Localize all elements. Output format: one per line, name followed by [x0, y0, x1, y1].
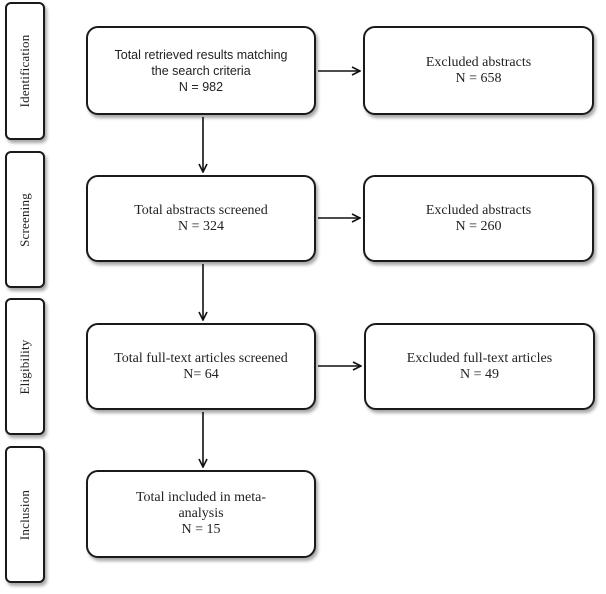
included-meta-analysis-box: Total included in meta- analysis N = 15	[86, 470, 316, 558]
excluded-3-label: Excluded full-text articles	[406, 350, 553, 366]
stage-eligibility: Eligibility	[5, 298, 45, 435]
screened-label: Total abstracts screened	[134, 202, 268, 218]
stage-identification: Identification	[5, 2, 45, 140]
excluded-1-label: Excluded abstracts	[425, 54, 532, 70]
included-line-2: analysis	[178, 506, 224, 521]
excluded-3-count: N = 49	[459, 366, 499, 382]
stage-screening: Screening	[5, 151, 45, 288]
retrieved-line-2: the search criteria	[151, 63, 251, 78]
excluded-abstracts-box-2: Excluded abstracts N = 260	[363, 175, 594, 262]
excluded-2-count: N = 260	[455, 218, 502, 234]
screened-count: N = 324	[177, 218, 224, 234]
excluded-fulltext-box: Excluded full-text articles N = 49	[364, 323, 595, 410]
retrieved-line-1: Total retrieved results matching	[114, 47, 288, 62]
abstracts-screened-box: Total abstracts screened N = 324	[86, 175, 316, 262]
fulltext-screened-box: Total full-text articles screened N= 64	[86, 323, 316, 410]
excluded-2-label: Excluded abstracts	[425, 202, 532, 218]
included-count: N = 15	[181, 522, 221, 537]
fulltext-count: N= 64	[183, 366, 219, 382]
fulltext-label: Total full-text articles screened	[114, 350, 288, 366]
included-line-1: Total included in meta-	[135, 490, 267, 505]
retrieved-count: N = 982	[178, 79, 224, 94]
stage-inclusion: Inclusion	[5, 446, 45, 583]
retrieved-results-box: Total retrieved results matching the sea…	[86, 26, 316, 115]
excluded-abstracts-box-1: Excluded abstracts N = 658	[363, 26, 594, 115]
excluded-1-count: N = 658	[455, 70, 502, 86]
